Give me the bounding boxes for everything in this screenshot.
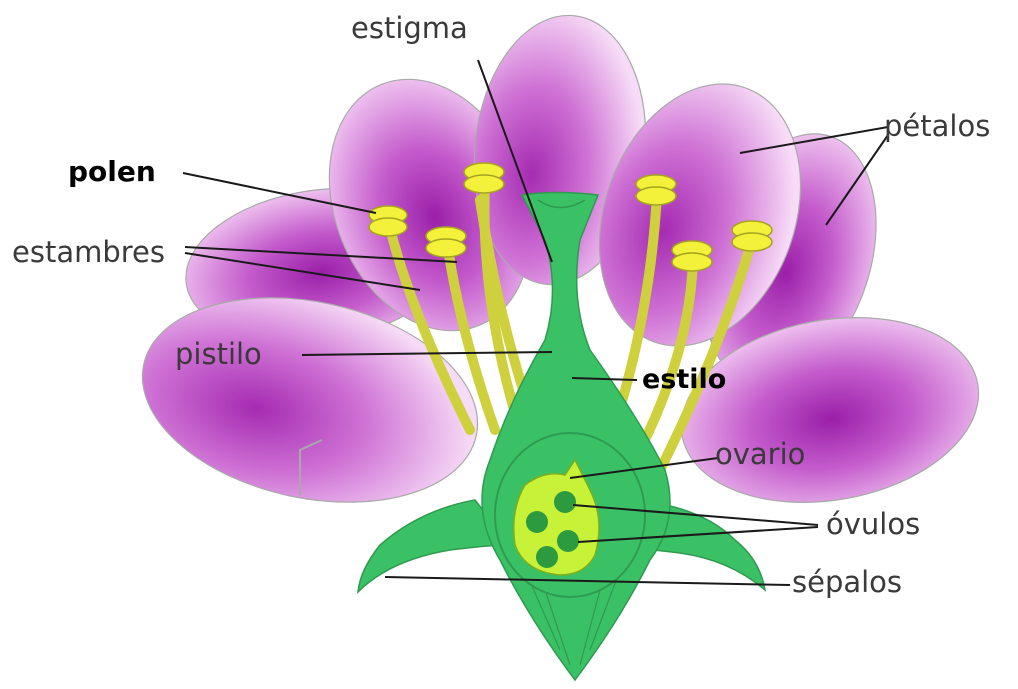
label-pistilo: pistilo <box>175 340 262 369</box>
label-estilo: estilo <box>642 366 726 393</box>
label-petalos: pétalos <box>884 112 990 141</box>
label-sepalos: sépalos <box>792 568 902 597</box>
label-ovario: ovario <box>715 440 805 469</box>
label-estigma: estigma <box>351 14 468 43</box>
label-polen: polen <box>68 158 156 186</box>
label-estambres: estambres <box>12 238 165 267</box>
label-ovulos: óvulos <box>826 510 920 539</box>
